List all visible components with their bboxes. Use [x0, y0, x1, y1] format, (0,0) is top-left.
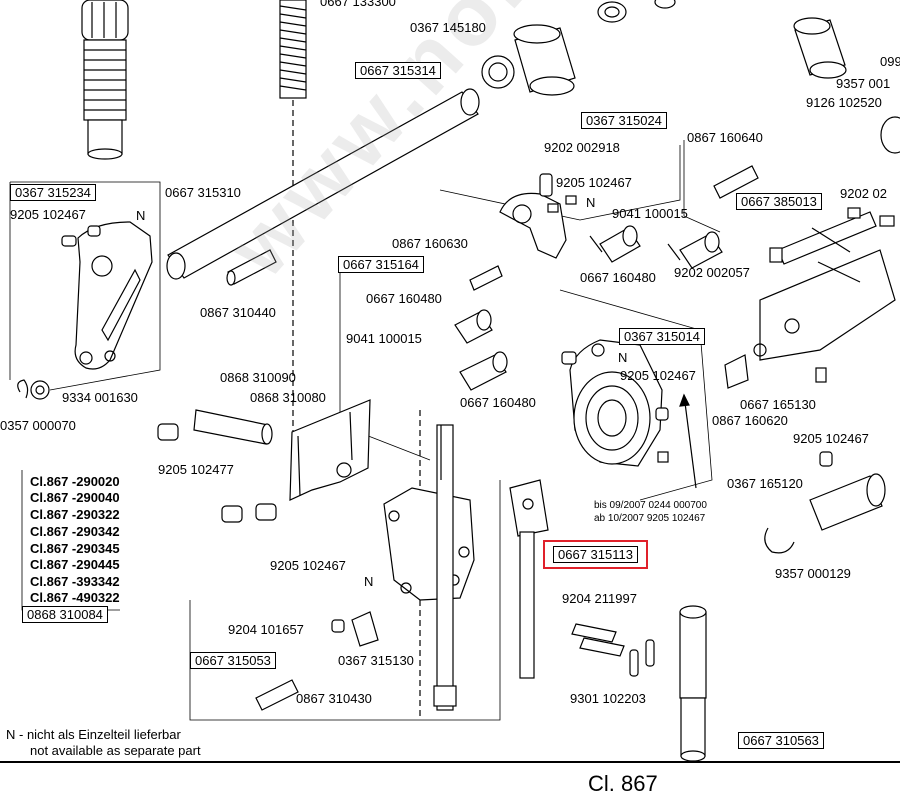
plate-title: Cl. 867: [588, 771, 658, 796]
label-0867-310440: 0867 310440: [200, 305, 276, 320]
label-9205-102467-right: 9205 102467: [793, 431, 869, 446]
label-9205-102467-lower: 9205 102467: [270, 558, 346, 573]
housing-part: [753, 211, 896, 361]
label-9205-102467-mid: 9205 102467: [620, 368, 696, 383]
label-0667-385013: 0667 385013: [736, 193, 822, 210]
label-9041-100015-mid: 9041 100015: [346, 331, 422, 346]
label-0667-310563: 0667 310563: [738, 732, 824, 749]
label-0867-310430: 0867 310430: [296, 691, 372, 706]
label-0867-160630: 0867 160630: [392, 236, 468, 251]
label-0667-160480-low: 0667 160480: [460, 395, 536, 410]
label-0667-165130: 0667 165130: [740, 397, 816, 412]
label-9126-102520: 9126 102520: [806, 95, 882, 110]
label-0667-315310: 0667 315310: [165, 185, 241, 200]
label-0667-315164: 0667 315164: [338, 256, 424, 273]
label-n-lower: N: [364, 574, 374, 589]
class-list-item: Cl.867 -290322: [30, 507, 120, 522]
label-9334-001630: 9334 001630: [62, 390, 138, 405]
label-0367-145180: 0367 145180: [410, 20, 486, 35]
label-9357-001: 9357 001: [836, 76, 891, 91]
label-9205-102467-left: 9205 102467: [10, 207, 86, 222]
label-n-mid: N: [618, 350, 628, 365]
label-9041-100015-top: 9041 100015: [612, 206, 688, 221]
highlighted-part-0667-315113[interactable]: 0667 315113: [543, 540, 648, 569]
class-list-item: Cl.867 -290345: [30, 541, 120, 556]
label-0367-315130: 0367 315130: [338, 653, 414, 668]
footer-note-en: not available as separate part: [30, 743, 201, 758]
sleeve-part: [513, 24, 576, 96]
spring-part: [279, 0, 307, 99]
bar-part: [509, 479, 549, 679]
crank-lever-part: [74, 221, 153, 370]
shaft-part: [166, 88, 480, 280]
label-9204-101657: 9204 101657: [228, 622, 304, 637]
label-9202-002918: 9202 002918: [544, 140, 620, 155]
bearing-housing-part: [569, 339, 663, 467]
label-0667-160480-mid: 0667 160480: [366, 291, 442, 306]
label-0868-310080: 0868 310080: [250, 390, 326, 405]
label-0357-000070: 0357 000070: [0, 418, 76, 433]
needle-bar-part: [433, 424, 457, 711]
label-9202-002057: 9202 002057: [674, 265, 750, 280]
label-0367-315014: 0367 315014: [619, 328, 705, 345]
label-0367-315234: 0367 315234: [10, 184, 96, 201]
label-0868-310090: 0868 310090: [220, 370, 296, 385]
label-0367-315024: 0367 315024: [581, 112, 667, 129]
note-ab: ab 10/2007 9205 102467: [594, 513, 706, 524]
label-0667-315314: 0667 315314: [355, 62, 441, 79]
label-0667-315053: 0667 315053: [190, 652, 276, 669]
label-9205-102467-top: 9205 102467: [556, 175, 632, 190]
label-0367-165120: 0367 165120: [727, 476, 803, 491]
label-9301-102203: 9301 102203: [570, 691, 646, 706]
label-9202-02: 9202 02: [840, 186, 887, 201]
label-0867-160620: 0867 160620: [712, 413, 788, 428]
label-n-top: N: [586, 195, 596, 210]
class-list-item: Cl.867 -290342: [30, 524, 120, 539]
note-bis: bis 09/2007 0244 000700: [594, 500, 707, 511]
class-list-item: Cl.867 -393342: [30, 574, 120, 589]
class-list-item: Cl.867 -290040: [30, 490, 120, 505]
class-list-item: Cl.867 -490322: [30, 590, 120, 605]
label-0667-133300: 0667 133300: [320, 0, 396, 9]
label-9357-000129: 9357 000129: [775, 566, 851, 581]
label-9205-102477: 9205 102477: [158, 462, 234, 477]
threaded-cap-part: [81, 0, 129, 160]
class-list-item: Cl.867 -290020: [30, 474, 120, 489]
label-0867-160640: 0867 160640: [687, 130, 763, 145]
bracket-part: [289, 399, 371, 501]
label-9204-211997: 9204 211997: [562, 591, 637, 606]
label-099: 099: [880, 54, 900, 69]
label-n-left: N: [136, 208, 146, 223]
presser-bar-part: [679, 605, 707, 762]
rocker-plate-part: [383, 487, 475, 601]
class-list-item: Cl.867 -290445: [30, 557, 120, 572]
label-0868-310084: 0868 310084: [22, 606, 108, 623]
footer-note-de: N - nicht als Einzelteil lieferbar: [6, 727, 181, 742]
label-0667-160480-top: 0667 160480: [580, 270, 656, 285]
label-0667-315113: 0667 315113: [553, 546, 638, 563]
